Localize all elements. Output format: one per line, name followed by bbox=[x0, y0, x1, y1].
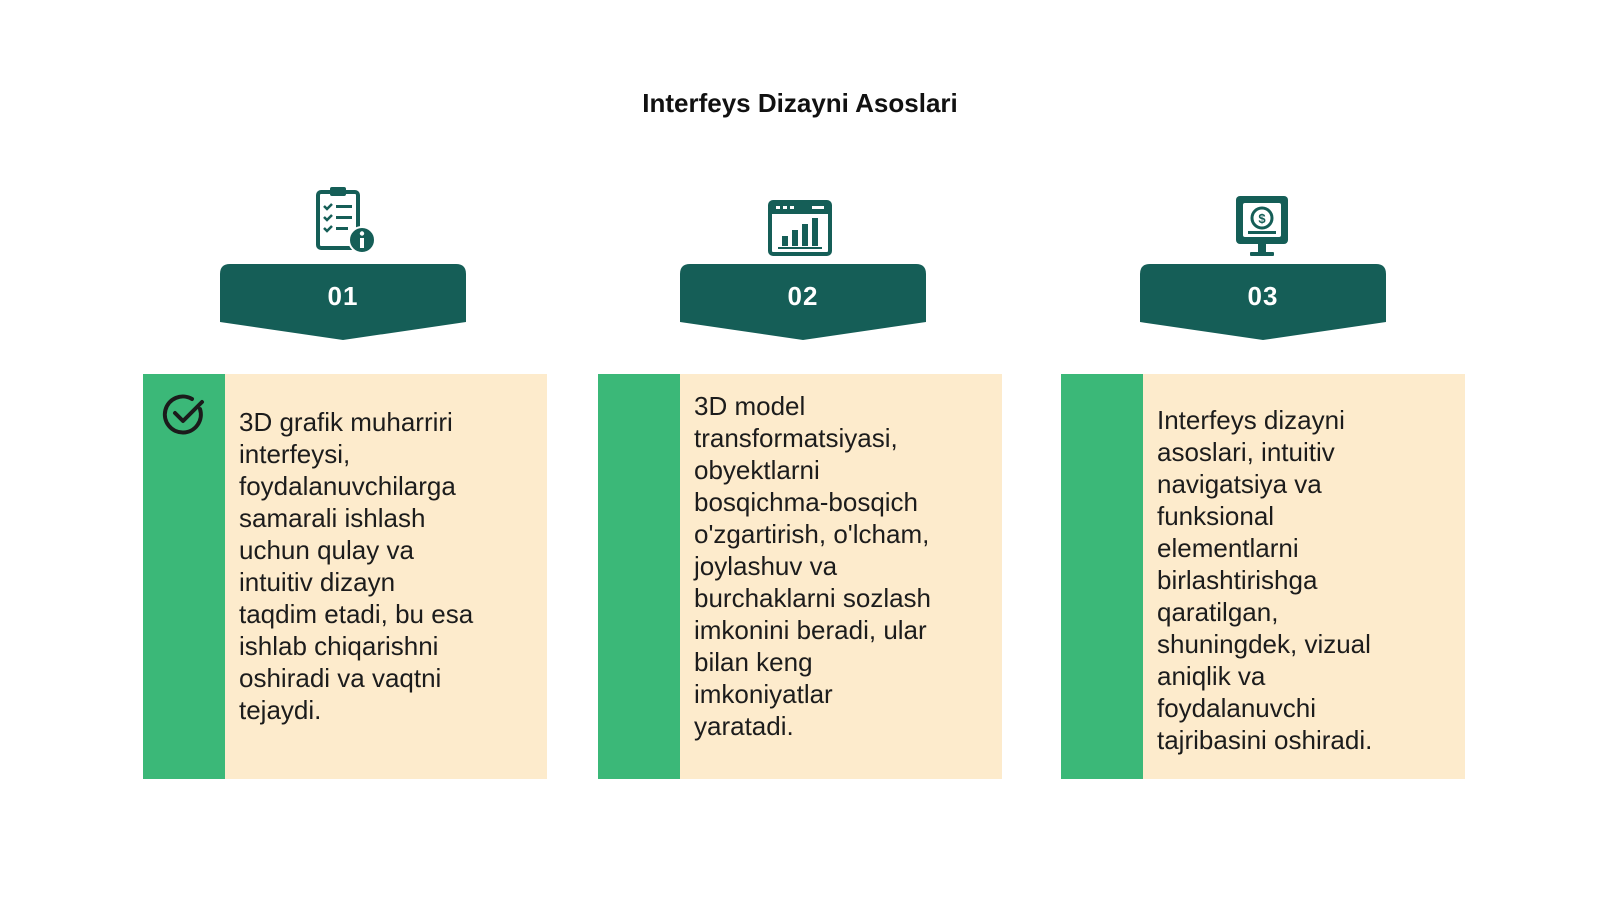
step-number: 03 bbox=[1247, 281, 1279, 311]
check-circle-icon bbox=[161, 392, 207, 438]
step-banner-01: 01 bbox=[220, 264, 466, 340]
page-title: Interfeys Dizayni Asoslari bbox=[642, 88, 958, 118]
step-description: Interfeys dizayni asoslari, intuitiv nav… bbox=[1157, 405, 1373, 755]
clipboard-checklist-info-icon bbox=[310, 184, 382, 256]
money-monitor-icon: $ bbox=[1226, 190, 1298, 262]
step-card-02: 3D model transformatsiyasi, obyektlarni … bbox=[598, 374, 1002, 779]
step-banner-02: 02 bbox=[680, 264, 926, 340]
step-number: 01 bbox=[327, 281, 359, 311]
step-description: 3D model transformatsiyasi, obyektlarni … bbox=[694, 391, 932, 741]
banner-shape bbox=[220, 264, 466, 340]
dashboard-bar-chart-icon bbox=[764, 194, 836, 266]
card-accent-bar bbox=[1061, 374, 1143, 779]
card-accent-bar bbox=[143, 374, 225, 779]
card-accent-bar bbox=[598, 374, 680, 779]
step-number: 02 bbox=[787, 281, 819, 311]
step-banner-03: 03 bbox=[1140, 264, 1386, 340]
step-card-03: Interfeys dizayni asoslari, intuitiv nav… bbox=[1061, 374, 1465, 779]
banner-shape bbox=[680, 264, 926, 340]
step-card-01: 3D grafik muharriri interfeysi, foydalan… bbox=[143, 374, 547, 779]
step-description: 3D grafik muharriri interfeysi, foydalan… bbox=[239, 407, 474, 725]
svg-text:$: $ bbox=[1258, 211, 1266, 226]
banner-shape bbox=[1140, 264, 1386, 340]
